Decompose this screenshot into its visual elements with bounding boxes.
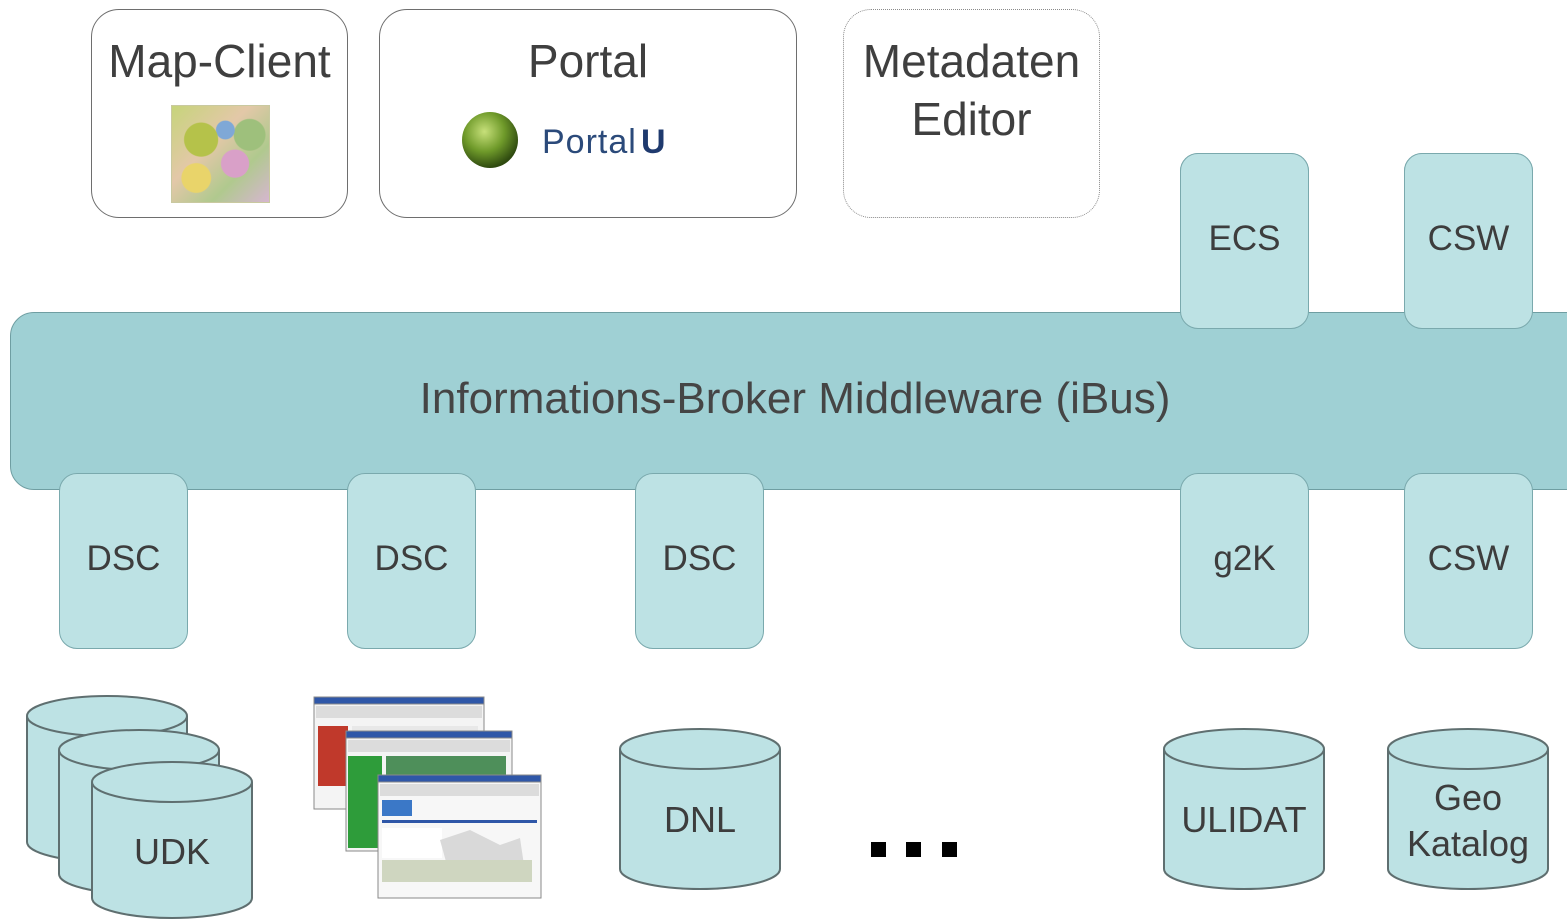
- ibus-middleware-bar: [10, 312, 1567, 490]
- ulidat-cylinder: [1163, 728, 1325, 890]
- ellipsis-dot-1: [871, 842, 886, 857]
- dsc-connector-udk-label: DSC: [86, 538, 161, 578]
- ulidat-label: ULIDAT: [1181, 799, 1306, 840]
- dsc-connector-udk: DSC: [59, 473, 188, 649]
- map-client-title: Map-Client: [108, 35, 331, 87]
- dnl-label: DNL: [664, 799, 736, 840]
- map-thumbnail-image: [171, 105, 270, 203]
- udk-label: UDK: [134, 831, 210, 872]
- dsc-connector-dnl: DSC: [635, 473, 764, 649]
- udk-cylinder-front: [91, 761, 253, 919]
- portalu-orb-icon: [462, 112, 518, 168]
- csw-connector-bottom-label: CSW: [1427, 538, 1510, 578]
- dsc-connector-web-label: DSC: [374, 538, 449, 578]
- dsc-connector-web: DSC: [347, 473, 476, 649]
- ecs-interface-overlay: ECS: [1180, 153, 1309, 329]
- web-page-front: [377, 774, 542, 899]
- geo-katalog-label-line1: Geo: [1434, 777, 1502, 818]
- ecs-interface-overlay-label: ECS: [1208, 218, 1281, 258]
- data-sources-layer: UDK DNL ULIDAT Geo Katalog: [26, 695, 1549, 919]
- portalu-logo-letter: U: [641, 123, 666, 161]
- portalu-logo: Portal U: [462, 112, 666, 168]
- map-client-box: Map-Client: [91, 9, 348, 218]
- dnl-cylinder: [619, 728, 781, 890]
- metadata-editor-title: Metadaten Editor: [862, 35, 1081, 145]
- csw-interface-top-overlay: CSW: [1404, 153, 1533, 329]
- csw-interface-top-overlay-label: CSW: [1427, 218, 1510, 258]
- dsc-connector-dnl-label: DSC: [662, 538, 737, 578]
- portal-box: Portal Portal U: [379, 9, 797, 218]
- ibus-label: Informations-Broker Middleware (iBus): [419, 374, 1171, 423]
- web-pages-stack: [313, 696, 542, 899]
- csw-connector-bottom: CSW: [1404, 473, 1533, 649]
- ellipsis-dot-2: [906, 842, 921, 857]
- portalu-logo-text: Portal: [542, 123, 637, 161]
- metadata-editor-box: Metadaten Editor: [843, 9, 1100, 218]
- g2k-connector: g2K: [1180, 473, 1309, 649]
- g2k-connector-label: g2K: [1213, 538, 1276, 578]
- ellipsis-dot-3: [942, 842, 957, 857]
- portal-title: Portal: [527, 35, 649, 87]
- geo-katalog-cylinder: [1387, 728, 1549, 890]
- geo-katalog-label-line2: Katalog: [1407, 823, 1529, 864]
